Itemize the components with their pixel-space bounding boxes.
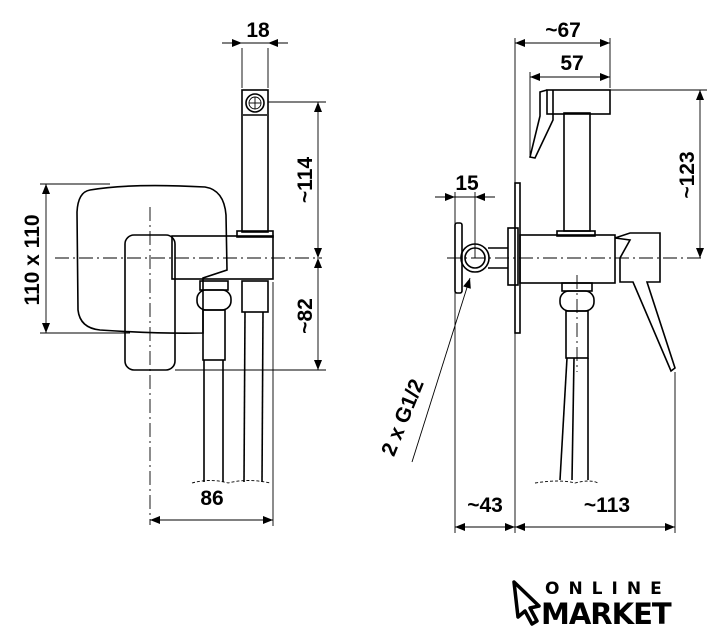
cursor-arrow-icon <box>512 580 541 626</box>
lever-handle <box>124 234 176 371</box>
dim-wall-to-connector: ~43 <box>467 494 503 517</box>
wall-flange <box>507 227 519 286</box>
dim-height-above: ~114 <box>294 157 317 203</box>
online-market-logo: ONLINE MARKET <box>512 579 673 631</box>
handset-stem <box>563 112 591 232</box>
dim-projection: ~113 <box>584 494 630 517</box>
handset-trigger <box>529 89 554 159</box>
front-view: 18 110 x 110 ~114 ~82 86 <box>21 19 326 526</box>
dim-plate-size: 110 x 110 <box>21 214 44 305</box>
dim-height-above: ~123 <box>676 151 699 198</box>
dim-connector-offset: 15 <box>455 172 479 195</box>
handset-head <box>546 89 611 115</box>
dim-height-below: ~82 <box>294 298 317 334</box>
bidet-handset <box>241 89 269 233</box>
handset-holder <box>236 230 274 238</box>
thread-label: 2 x G1/2 <box>377 376 429 459</box>
side-view: ~67 57 ~123 15 2 x G1/2 ~43 ~113 <box>377 19 707 533</box>
dim-handset-head: 57 <box>560 52 583 75</box>
wall-plate <box>76 184 228 334</box>
logo-line1: ONLINE <box>545 579 671 599</box>
thread-leader-line <box>411 277 471 463</box>
hose-fitting-left <box>196 280 232 482</box>
dim-handset-width: 18 <box>246 19 270 42</box>
dim-depth: 86 <box>200 487 223 510</box>
valve-body <box>171 235 274 280</box>
spray-nozzle-icon <box>245 93 265 113</box>
hose-fitting-right <box>241 280 269 483</box>
dim-handset-overall: ~67 <box>545 19 581 42</box>
hose <box>559 357 568 481</box>
logo-line2: MARKET <box>541 597 672 631</box>
valve-body <box>519 234 616 284</box>
lever-handle <box>614 232 676 373</box>
